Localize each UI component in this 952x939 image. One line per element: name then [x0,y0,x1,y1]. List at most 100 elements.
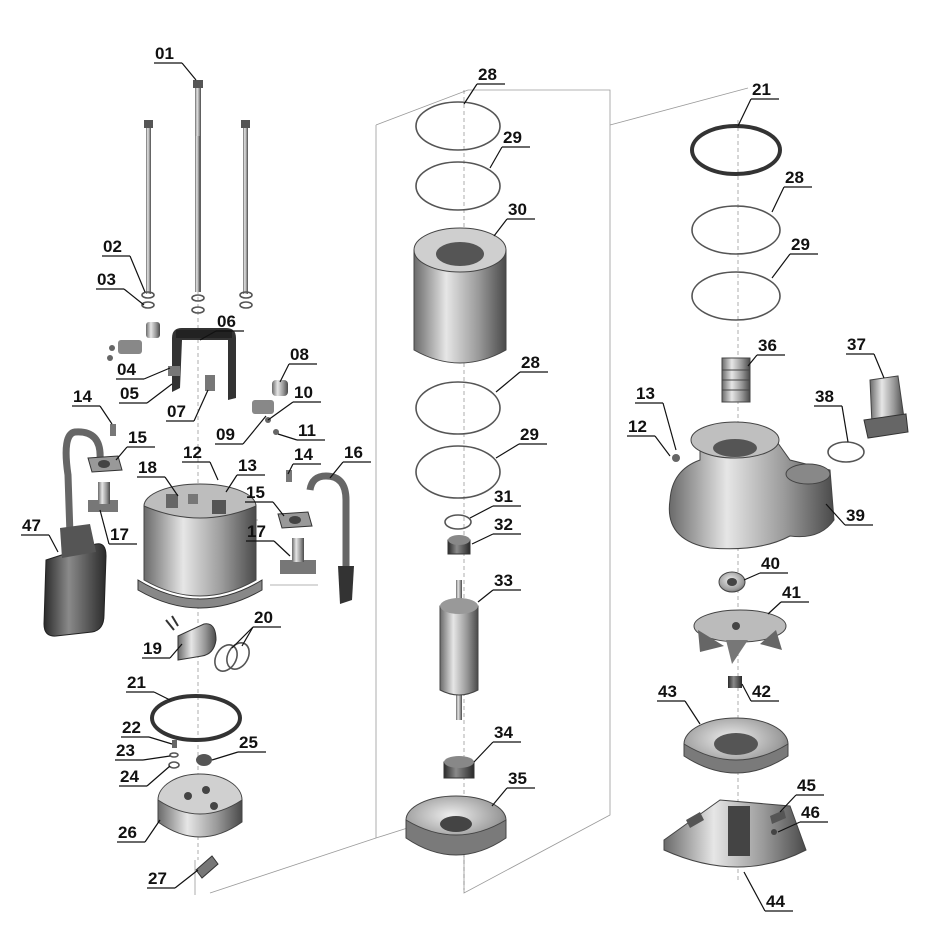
part-number-label: 10 [294,383,313,402]
part-number-label: 17 [110,525,129,544]
callout-03: 03 [96,270,145,306]
part-tie-rods [144,80,250,294]
callout-28-right: 28 [771,168,812,213]
part-number-label: 28 [785,168,804,187]
callout-20: 20 [231,608,281,649]
part-base-cover-left [157,773,243,838]
part-number-label: 11 [298,421,316,440]
part-number-label: 42 [752,682,771,701]
part-connector [195,855,219,879]
callout-04: 04 [116,360,171,380]
part-bearing-housing [405,795,507,856]
part-number-label: 17 [247,522,266,541]
callout-39: 39 [825,503,873,526]
callout-22: 22 [121,718,173,745]
part-number-label: 31 [494,487,513,506]
part-cable-clamp-left [107,322,215,391]
callout-09: 09 [215,415,267,445]
part-number-label: 28 [521,353,540,372]
part-number-label: 30 [508,200,527,219]
part-number-label: 33 [494,571,513,590]
part-number-label: 46 [801,803,820,822]
part-lower-o-ring [150,694,242,742]
part-number-label: 26 [118,823,137,842]
part-number-label: 47 [22,516,41,535]
callout-31: 31 [469,487,521,519]
part-number-label: 15 [246,483,265,502]
part-number-label: 27 [148,869,167,888]
callout-14-right: 14 [287,445,321,475]
callout-29-mid: 29 [495,425,547,459]
callout-21-left: 21 [126,673,171,701]
callout-13-left: 13 [225,456,265,493]
part-hose-connector [863,375,909,439]
callout-46: 46 [777,803,828,833]
part-number-label: 37 [847,335,866,354]
part-number-label: 13 [636,384,655,403]
part-o-ring-right [690,124,782,176]
callout-07: 07 [166,389,209,422]
callout-28-top: 28 [463,65,505,105]
part-cable-gland-right [277,470,354,604]
callout-12-right: 12 [627,417,671,457]
callout-02: 02 [102,237,146,293]
part-seal-rings-mid [415,381,501,499]
callout-10: 10 [267,383,321,421]
part-number-label: 12 [183,443,202,462]
callout-34: 34 [473,723,521,763]
callout-15-left: 15 [115,428,155,461]
callout-25: 25 [211,733,266,761]
callout-30: 30 [493,200,535,237]
part-number-label: 21 [127,673,146,692]
part-number-label: 06 [217,312,236,331]
part-number-label: 40 [761,554,780,573]
part-number-label: 02 [103,237,122,256]
callout-33: 33 [477,571,521,603]
callout-36: 36 [747,336,785,367]
callout-35: 35 [491,769,535,807]
part-seal-rings-top [415,101,501,211]
part-number-label: 21 [752,80,771,99]
part-seal-rings-right [691,205,781,321]
callout-29-right: 29 [771,235,818,279]
callout-43: 43 [657,682,701,725]
part-number-label: 29 [791,235,810,254]
part-number-label: 38 [815,387,834,406]
part-number-label: 32 [494,515,513,534]
callout-17-left: 17 [99,509,137,545]
callout-45: 45 [779,776,824,813]
callout-32: 32 [471,515,521,545]
part-number-label: 15 [128,428,147,447]
part-wear-ring [718,571,746,593]
part-number-label: 04 [117,360,136,379]
callout-21-right: 21 [737,80,779,127]
part-small-fittings [168,740,212,769]
part-pump-housing [668,421,835,550]
part-number-label: 25 [239,733,258,752]
part-number-label: 45 [797,776,816,795]
part-cable-clamp-right [252,380,288,435]
part-handle [172,328,236,400]
part-number-label: 44 [766,892,785,911]
part-number-label: 01 [155,44,174,63]
callout-44: 44 [743,871,793,912]
callout-17-right: 17 [246,522,291,557]
callout-14-left: 14 [72,387,113,425]
callout-23: 23 [115,741,171,761]
callout-16: 16 [329,443,371,479]
callout-19: 19 [142,639,183,659]
part-number-label: 07 [167,402,186,421]
callout-26: 26 [117,819,161,843]
part-number-label: 34 [494,723,513,742]
callout-05: 05 [119,383,173,404]
part-impeller [693,609,787,664]
part-number-label: 41 [782,583,801,602]
part-float-switch [43,524,107,637]
part-number-label: 16 [344,443,363,462]
part-number-label: 05 [120,384,139,403]
callout-40: 40 [743,554,788,581]
callout-37: 37 [846,335,885,379]
part-number-label: 14 [294,445,313,464]
part-number-label: 43 [658,682,677,701]
